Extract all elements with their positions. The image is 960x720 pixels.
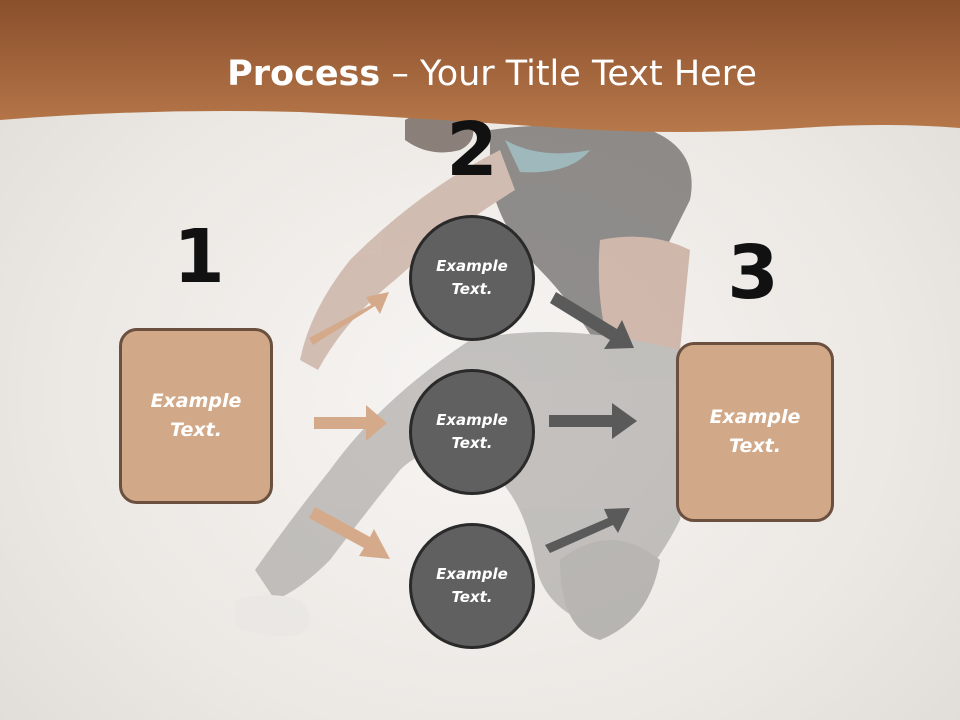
step-number-3: 3 (727, 230, 779, 316)
header-band (0, 0, 960, 132)
arrow-to-circle-1 (309, 292, 389, 345)
circle-1-text: Example Text. (436, 257, 508, 298)
arrow-to-circle-3 (309, 507, 390, 559)
right-box-text: Example Text. (709, 406, 801, 457)
arrow-to-circle-2 (314, 405, 387, 441)
title-bold: Process (227, 54, 381, 94)
left-box: Example Text. (119, 328, 273, 504)
right-box: Example Text. (676, 342, 834, 522)
arrow-from-circle-2 (549, 403, 637, 439)
step-number-2: 2 (446, 107, 498, 193)
circle-3: Example Text. (409, 523, 535, 649)
arrow-from-circle-1 (550, 292, 634, 349)
left-box-text: Example Text. (150, 390, 242, 441)
step-number-1: 1 (173, 214, 225, 300)
page-title: Process – Your Title Text Here (0, 52, 960, 96)
arrow-from-circle-3 (545, 508, 630, 553)
circle-2-text: Example Text. (436, 411, 508, 452)
circle-2: Example Text. (409, 369, 535, 495)
title-rest: – Your Title Text Here (380, 54, 757, 94)
circle-3-text: Example Text. (436, 565, 508, 606)
circle-1: Example Text. (409, 215, 535, 341)
